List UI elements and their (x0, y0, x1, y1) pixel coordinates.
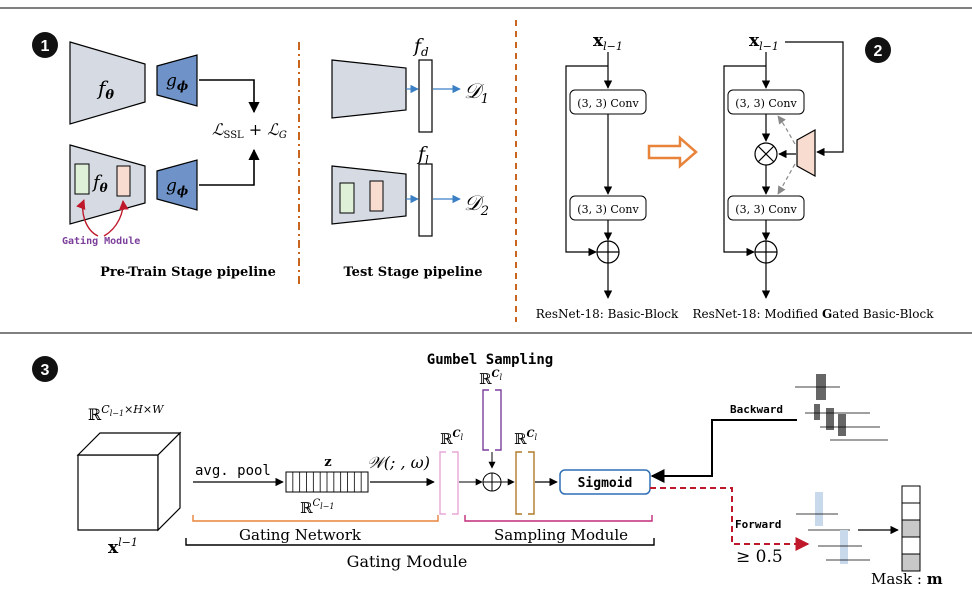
mod-skip-connection (723, 65, 766, 257)
projector-g-phi-bottom (156, 159, 198, 211)
badge-1-label: 1 (41, 38, 50, 55)
z-vector-cells (292, 472, 362, 492)
gating-network-underbrace (192, 515, 439, 522)
sampling-module-label: Sampling Module (494, 526, 628, 544)
f-l-feature-box (418, 163, 433, 237)
gating-arrow-left (76, 199, 99, 237)
backward-label: Backward (730, 403, 783, 416)
mod-conv-2-label: (3, 3) Conv (735, 203, 797, 216)
pretrain-caption: Pre-Train Stage pipeline (100, 265, 276, 280)
d1-label: 𝒟1 (464, 79, 489, 107)
mask-label: Mask : m (871, 570, 943, 588)
transform-arrow (647, 135, 698, 169)
z-label: z (324, 455, 331, 470)
mod-gating-module (796, 128, 816, 178)
mod-block-caption: ResNet-18: Modified Gated Basic-Block (693, 307, 935, 321)
panel-1: 1 fθ gϕ fθ gϕ ℒSSL + ℒG Gating Module Pr… (32, 32, 489, 286)
badge-3 (32, 356, 58, 382)
input-x-label: xl−1 (108, 536, 138, 558)
threshold-label: ≥ 0.5 (736, 547, 783, 567)
basic-conv-1-label: (3, 3) Conv (577, 97, 639, 110)
test-gate-pink (369, 180, 384, 212)
input-space-label: ℝCl−1×H×W (88, 403, 165, 424)
input-tensor-cube (76, 431, 182, 532)
backward-arrow (650, 419, 797, 483)
forward-step-plot (796, 492, 870, 564)
badge-1 (32, 32, 58, 58)
badge-3-label: 3 (41, 362, 50, 379)
f-d-feature-box (418, 59, 433, 133)
mod-input-to-gate (785, 41, 844, 157)
w-label: 𝒲(; , ω) (367, 453, 430, 472)
badge-2-label: 2 (874, 43, 883, 60)
gating-module-annotation: Gating Module (62, 235, 140, 247)
forward-label: Forward (735, 518, 781, 531)
mod-x-in: xl−1 (749, 31, 779, 53)
r-cl-orange-label: ℝCl (514, 429, 537, 448)
r-cl-purple-label: ℝCl (479, 369, 502, 388)
mod-dashed-up (777, 115, 796, 145)
noisy-logits-bracket (515, 451, 535, 515)
z-space-label: ℝCl−1 (300, 498, 334, 517)
mask-cell (901, 485, 921, 504)
arrow-bottom-to-loss (199, 148, 260, 186)
gating-arrow-right (103, 200, 129, 237)
loss-label: ℒSSL + ℒG (212, 120, 287, 141)
gumbel-sampling-title: Gumbel Sampling (427, 352, 553, 368)
sigmoid-label: Sigmoid (578, 476, 633, 491)
avg-pool-label: avg. pool (195, 463, 271, 479)
badge-2 (865, 37, 891, 63)
arrow-top-to-loss (199, 79, 260, 114)
gumbel-noise-bracket (482, 389, 502, 451)
panel-3: 3 ℝCl−1×H×W xl−1 avg. pool z ℝCl−1 𝒲(; ,… (32, 352, 943, 588)
panel-2: xl−1 (3, 3) Conv (3, 3) Conv ResNet-18: … (536, 31, 934, 321)
gating-module-label: Gating Module (347, 552, 468, 571)
mod-conv-1-label: (3, 3) Conv (735, 97, 797, 110)
g-phi-label-top: gϕ (166, 71, 189, 93)
basic-block-caption: ResNet-18: Basic-Block (536, 307, 679, 321)
frozen-encoder-top (331, 59, 407, 119)
mask-cell (901, 502, 921, 521)
basic-skip-connection (565, 65, 608, 257)
gate-green-block (74, 163, 90, 195)
basic-conv-2-label: (3, 3) Conv (577, 203, 639, 216)
mask-cell (901, 519, 921, 538)
gating-network-label: Gating Network (239, 526, 362, 544)
logits-bracket-pink (439, 451, 459, 515)
sampling-module-underbrace (464, 515, 653, 522)
r-cl-pink-label: ℝCl (440, 429, 463, 448)
f-d-label: fd (412, 35, 429, 59)
test-gate-green (339, 182, 355, 214)
g-phi-label-bottom: gϕ (166, 176, 189, 198)
d2-label: 𝒟2 (464, 191, 489, 219)
gate-pink-block (116, 165, 131, 197)
basic-x-in: xl−1 (593, 31, 623, 53)
projector-g-phi-top (156, 54, 198, 107)
mod-mult-x2 (757, 145, 775, 163)
test-caption: Test Stage pipeline (344, 265, 483, 280)
mask-vector (901, 485, 921, 572)
mask-cell (901, 536, 921, 555)
f-l-label: fl (416, 143, 429, 167)
mask-cell (901, 553, 921, 572)
mod-dashed-down (777, 163, 796, 195)
sigmoid-box (559, 469, 651, 495)
gating-module-underbrace (185, 538, 655, 546)
forward-arrow (650, 487, 810, 551)
backward-gradient-plot (795, 374, 888, 441)
encoder-f-theta-top (69, 41, 146, 125)
